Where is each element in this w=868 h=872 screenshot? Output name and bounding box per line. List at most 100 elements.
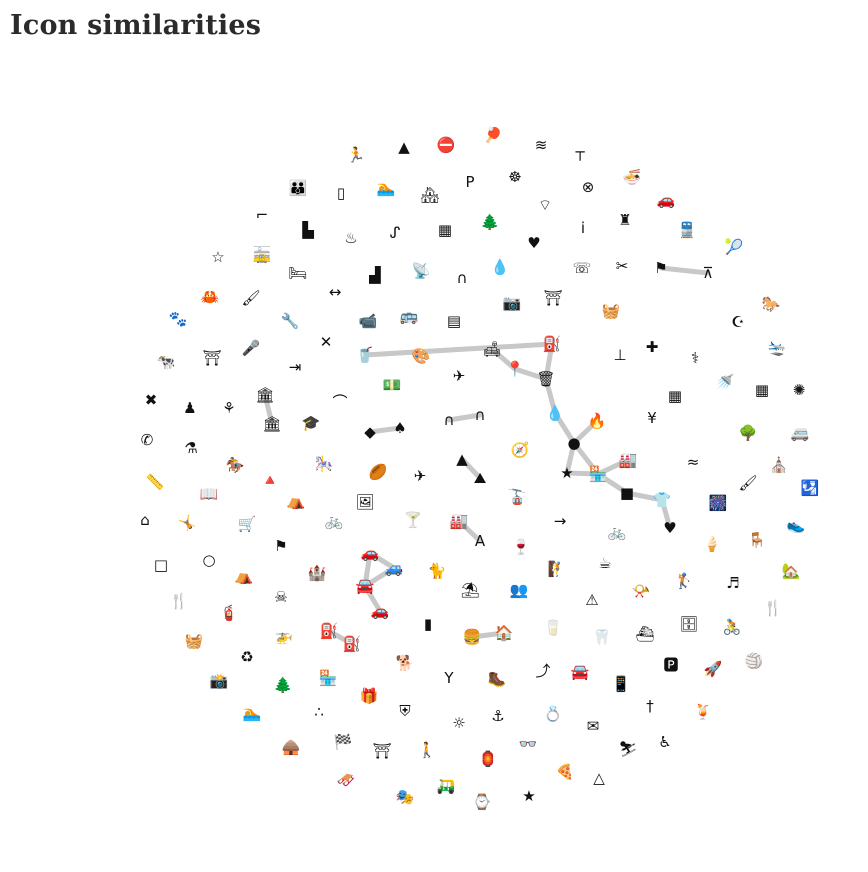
watch-icon: ⌚ bbox=[473, 793, 492, 811]
train-icon: 🚆 bbox=[678, 221, 697, 239]
camp-icon: ⛺ bbox=[235, 567, 254, 585]
similarity-edge-car-b-car-c bbox=[362, 565, 397, 589]
diamond-icon: ◆ bbox=[364, 423, 376, 441]
paint-roller-icon: 🖌 bbox=[241, 289, 260, 307]
similarity-edge-drop-circle-node bbox=[552, 410, 577, 446]
wheelchair-icon: ♿ bbox=[658, 733, 671, 751]
palette-icon: 🎨 bbox=[412, 346, 431, 365]
similarity-edge-gate-a-gate-b bbox=[446, 412, 483, 423]
graduation-icon: 🎓 bbox=[302, 414, 321, 432]
church-icon: ⛪ bbox=[770, 455, 789, 474]
ping-pong-icon: 🏓 bbox=[484, 125, 503, 144]
fork-knife-icon: 🍴 bbox=[764, 599, 783, 617]
tooth-icon: 🦷 bbox=[593, 628, 612, 646]
similarity-edge-beacon-picnic bbox=[658, 265, 711, 276]
similarity-edge-fuel-pump-trash-bin bbox=[543, 341, 555, 382]
cat-icon: 🐈 bbox=[428, 562, 447, 580]
rugby-icon: 🏉 bbox=[368, 462, 388, 481]
music-icon: ♬ bbox=[726, 574, 739, 592]
bottle-glass-icon: 🍷 bbox=[512, 538, 531, 556]
ferry-icon: ⛴ bbox=[635, 625, 654, 643]
golf-cart-icon: 🛺 bbox=[437, 777, 456, 795]
slingshot-icon: Y bbox=[443, 669, 454, 687]
compass-icon: 🧭 bbox=[511, 441, 530, 459]
crescent-icon: ☪ bbox=[731, 313, 744, 331]
barrier-icon: ▤ bbox=[447, 312, 461, 330]
shoe-outline-icon: ⌐ bbox=[256, 206, 269, 224]
phone-icon: ✆ bbox=[141, 431, 154, 449]
cocktail-icon: 🍸 bbox=[404, 510, 423, 529]
escalator-icon: ⤴ bbox=[535, 662, 550, 680]
pin-icon: 📍 bbox=[506, 360, 525, 378]
kiosk-icon: 🏪 bbox=[319, 669, 338, 687]
cross-icon: ✚ bbox=[646, 338, 659, 356]
similarity-edge-circle-node-shop bbox=[571, 440, 601, 477]
walker-icon: 🚶 bbox=[418, 741, 437, 759]
wave-sign-icon: ≈ bbox=[687, 453, 700, 471]
pizza-icon: 🍕 bbox=[556, 763, 575, 781]
snowmobile-icon: 🛷 bbox=[337, 771, 356, 789]
camera-icon: 📷 bbox=[503, 294, 522, 312]
carousel-icon: 🎠 bbox=[315, 455, 334, 473]
horse-icon: 🐎 bbox=[762, 295, 781, 313]
rocket-icon: 🚀 bbox=[704, 660, 723, 678]
similarity-edge-circle-node-star-node bbox=[564, 440, 577, 476]
flower-icon: ⚘ bbox=[222, 399, 235, 417]
torii-icon: ⛩ bbox=[202, 349, 221, 367]
similarity-edge-tshirt-heart bbox=[659, 497, 673, 531]
triangle-outline-icon: △ bbox=[593, 769, 605, 787]
drop-icon: 💧 bbox=[546, 404, 565, 422]
bike-icon: 🚲 bbox=[325, 512, 344, 530]
ev-charger-icon: ⛽ bbox=[320, 622, 339, 640]
fireworks-icon: 🎆 bbox=[709, 494, 728, 512]
watering-can-icon: 🚿 bbox=[716, 373, 735, 391]
grill-icon: ⛩ bbox=[543, 289, 562, 307]
picnic-icon: ⊼ bbox=[703, 264, 714, 282]
similarity-edge-museum-library bbox=[262, 392, 275, 427]
ice-cream-icon: 🍦 bbox=[703, 535, 722, 553]
marsh-icon: ≋ bbox=[535, 136, 548, 154]
theatre-icon: 🎭 bbox=[396, 788, 415, 806]
microphone-icon: 🎤 bbox=[242, 338, 261, 357]
similarity-edge-factory-letter-a bbox=[456, 518, 483, 544]
warning-icon: ⚠ bbox=[585, 591, 598, 609]
similarity-edge-burger-farm bbox=[469, 630, 507, 640]
similarity-edge-square-node-tshirt bbox=[624, 490, 665, 503]
cone-icon: 🔺 bbox=[261, 471, 280, 489]
factory-b-icon: 🏭 bbox=[619, 451, 638, 469]
building-a-icon: ▙ bbox=[301, 221, 314, 239]
skier-icon: ⛷ bbox=[618, 740, 637, 758]
hut-icon: 🛖 bbox=[282, 738, 301, 756]
similarity-edge-pin-trash-bin bbox=[512, 366, 549, 382]
paw-icon: 🐾 bbox=[169, 310, 188, 328]
dairy-icon: 🥛 bbox=[544, 619, 563, 637]
t-junction-icon: ⊥ bbox=[613, 346, 626, 364]
coffee-icon: ☕ bbox=[598, 554, 611, 572]
square-node-icon: ■ bbox=[620, 484, 634, 502]
beach-icon: ⛱ bbox=[460, 581, 479, 599]
pin-outline-icon: ⌔ bbox=[538, 196, 552, 214]
crowd-icon: 👥 bbox=[510, 581, 529, 599]
parking-icon: P bbox=[465, 173, 474, 191]
rail-icon: ┬ bbox=[574, 143, 585, 161]
star-outline-icon: ☆ bbox=[211, 248, 224, 266]
fire-icon: 🔥 bbox=[588, 412, 607, 430]
car-d-icon: 🚗 bbox=[371, 602, 390, 620]
glasses-icon: 👓 bbox=[519, 735, 538, 753]
radio-tower-icon: 📡 bbox=[412, 261, 431, 280]
similarity-edge-car-a-car-c bbox=[362, 550, 373, 589]
shrine-icon: ⛩ bbox=[372, 742, 391, 760]
hot-spring-icon: ♨ bbox=[344, 229, 357, 247]
yen-icon: ¥ bbox=[647, 409, 657, 427]
cow-icon: 🐄 bbox=[157, 353, 176, 371]
photo-icon: 📸 bbox=[210, 672, 229, 690]
phone-mobile-icon: 📱 bbox=[612, 675, 631, 693]
sneaker-icon: 👟 bbox=[787, 516, 806, 534]
arrow-right-icon: → bbox=[554, 512, 567, 530]
crab-icon: 🦀 bbox=[201, 288, 220, 306]
cutlery-moon-icon: 🍴 bbox=[170, 592, 189, 610]
dumbbell-icon: ↔ bbox=[329, 283, 342, 301]
cart-icon: 🛒 bbox=[238, 515, 257, 533]
climber-icon: 🧗 bbox=[548, 560, 567, 578]
